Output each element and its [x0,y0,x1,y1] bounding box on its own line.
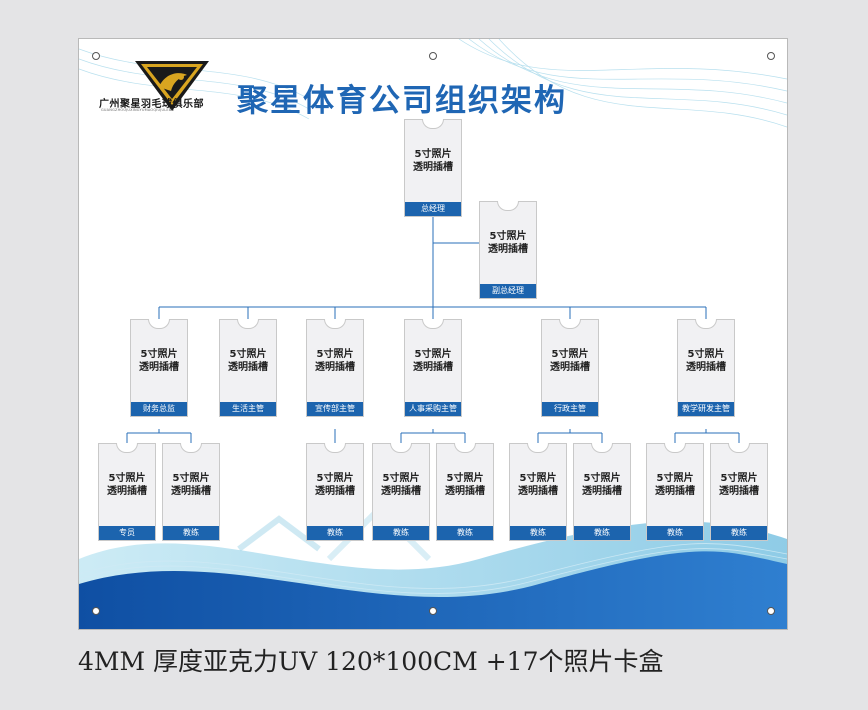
role-label: 教练 [711,526,767,540]
photo-card-deputy: 5寸照片透明插槽 副总经理 [479,201,537,299]
photo-slot-text: 5寸照片透明插槽 [518,473,558,497]
photo-slot-text: 5寸照片透明插槽 [139,349,179,373]
photo-card-staff: 5寸照片透明插槽 教练 [162,443,220,541]
mount-hole [767,607,775,615]
photo-slot-text: 5寸照片透明插槽 [582,473,622,497]
role-label: 教练 [307,526,363,540]
photo-slot-text: 5寸照片透明插槽 [719,473,759,497]
role-label: 生活主管 [220,402,276,416]
photo-card-manager: 5寸照片透明插槽 行政主管 [541,319,599,417]
role-label: 副总经理 [480,284,536,298]
photo-card-manager: 5寸照片透明插槽 生活主管 [219,319,277,417]
photo-card-manager: 5寸照片透明插槽 宣传部主管 [306,319,364,417]
role-label: 教练 [437,526,493,540]
photo-card-gm: 5寸照片透明插槽 总经理 [404,119,462,217]
role-label: 财务总监 [131,402,187,416]
product-caption: 4MM 厚度亚克力UV 120*100CM +17个照片卡盒 [78,647,664,676]
mount-hole [767,52,775,60]
photo-card-staff: 5寸照片透明插槽 教练 [710,443,768,541]
club-name-pinyin: GUANGZHOUJUXINGYUMAOQIUJULEBU [101,108,175,112]
photo-card-manager: 5寸照片透明插槽 人事采购主管 [404,319,462,417]
mount-hole [92,607,100,615]
role-label: 专员 [99,526,155,540]
role-label: 行政主管 [542,402,598,416]
photo-slot-text: 5寸照片透明插槽 [381,473,421,497]
photo-slot-text: 5寸照片透明插槽 [655,473,695,497]
photo-slot-text: 5寸照片透明插槽 [550,349,590,373]
photo-card-staff: 5寸照片透明插槽 教练 [306,443,364,541]
photo-card-staff: 5寸照片透明插槽 教练 [509,443,567,541]
photo-slot-text: 5寸照片透明插槽 [445,473,485,497]
mount-hole [92,52,100,60]
photo-card-manager: 5寸照片透明插槽 教学研发主管 [677,319,735,417]
org-chart-board: 广州聚星羽毛球俱乐部 GUANGZHOUJUXINGYUMAOQIUJULEBU… [78,38,788,630]
mount-hole [429,607,437,615]
club-logo-icon [135,61,209,111]
photo-slot-text: 5寸照片透明插槽 [413,349,453,373]
role-label: 教学研发主管 [678,402,734,416]
photo-card-manager: 5寸照片透明插槽 财务总监 [130,319,188,417]
club-name: 广州聚星羽毛球俱乐部 [99,99,204,110]
photo-card-staff: 5寸照片透明插槽 教练 [372,443,430,541]
role-label: 教练 [510,526,566,540]
photo-card-staff: 5寸照片透明插槽 教练 [436,443,494,541]
photo-card-staff: 5寸照片透明插槽 专员 [98,443,156,541]
photo-slot-text: 5寸照片透明插槽 [315,349,355,373]
role-label: 宣传部主管 [307,402,363,416]
photo-slot-text: 5寸照片透明插槽 [413,149,453,173]
role-label: 教练 [574,526,630,540]
photo-card-staff: 5寸照片透明插槽 教练 [646,443,704,541]
mount-hole [429,52,437,60]
role-label: 教练 [647,526,703,540]
page-title: 聚星体育公司组织架构 [237,83,567,119]
org-connector-lines [126,217,740,443]
photo-slot-text: 5寸照片透明插槽 [228,349,268,373]
photo-card-staff: 5寸照片透明插槽 教练 [573,443,631,541]
role-label: 教练 [163,526,219,540]
photo-slot-text: 5寸照片透明插槽 [171,473,211,497]
role-label: 总经理 [405,202,461,216]
photo-slot-text: 5寸照片透明插槽 [107,473,147,497]
role-label: 教练 [373,526,429,540]
role-label: 人事采购主管 [405,402,461,416]
photo-slot-text: 5寸照片透明插槽 [315,473,355,497]
photo-slot-text: 5寸照片透明插槽 [686,349,726,373]
photo-slot-text: 5寸照片透明插槽 [488,231,528,255]
